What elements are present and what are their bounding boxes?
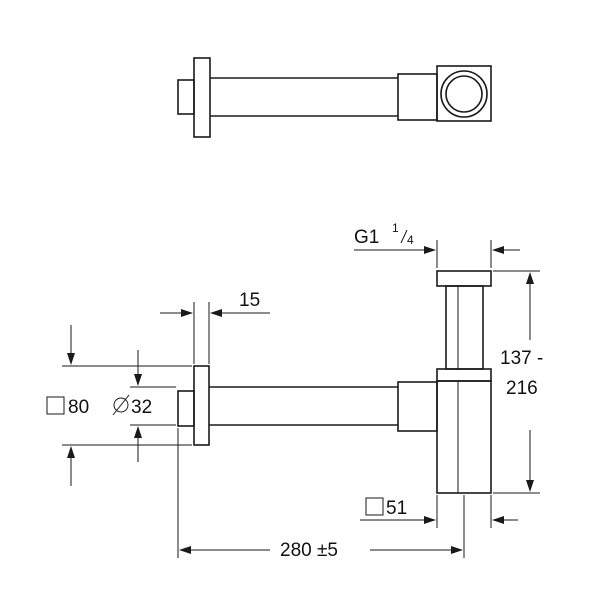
front-view bbox=[177, 270, 492, 494]
square-symbol-icon bbox=[365, 497, 384, 516]
thread-label: G1 bbox=[354, 227, 379, 248]
flange-square-label: 80 bbox=[68, 397, 89, 418]
thread-sub: 4 bbox=[407, 233, 414, 247]
height-range-top: 137 - bbox=[500, 348, 543, 369]
dim-height: 137 - 216 bbox=[493, 270, 543, 494]
square-symbol-icon bbox=[46, 396, 65, 415]
dim-flange-thickness: 15 bbox=[160, 290, 270, 364]
height-range-bottom: 216 bbox=[506, 378, 538, 399]
diameter-symbol-icon bbox=[113, 397, 129, 413]
thread-sup: 1 bbox=[392, 221, 399, 235]
top-trap-outer-circle bbox=[440, 70, 488, 118]
dim-pipe-diameter: 32 bbox=[112, 350, 176, 462]
trap-square-label: 51 bbox=[386, 498, 407, 519]
top-trap-body bbox=[436, 65, 492, 122]
wall-flange bbox=[193, 365, 210, 446]
top-trap-inner-circle bbox=[445, 75, 483, 113]
trap-bottom-body bbox=[436, 380, 492, 494]
top-connector bbox=[397, 73, 438, 121]
dim-thread: G1 1 4 bbox=[354, 221, 520, 268]
dim-flange-square: 80 bbox=[46, 325, 192, 486]
top-flange bbox=[193, 57, 211, 138]
top-wall-stub bbox=[177, 79, 195, 115]
pipe-diameter-label: 32 bbox=[131, 397, 152, 418]
dim-trap-square: 51 bbox=[360, 495, 518, 528]
pipe-connector bbox=[397, 381, 438, 432]
trap-middle-nut bbox=[436, 368, 492, 382]
flange-thickness-label: 15 bbox=[239, 290, 260, 311]
trap-top-nut bbox=[436, 270, 492, 287]
dim-length: 280 ±5 bbox=[177, 428, 465, 561]
top-view bbox=[177, 57, 492, 138]
length-label: 280 ±5 bbox=[280, 540, 338, 561]
wall-stub bbox=[177, 390, 195, 427]
trap-tube bbox=[445, 285, 484, 370]
